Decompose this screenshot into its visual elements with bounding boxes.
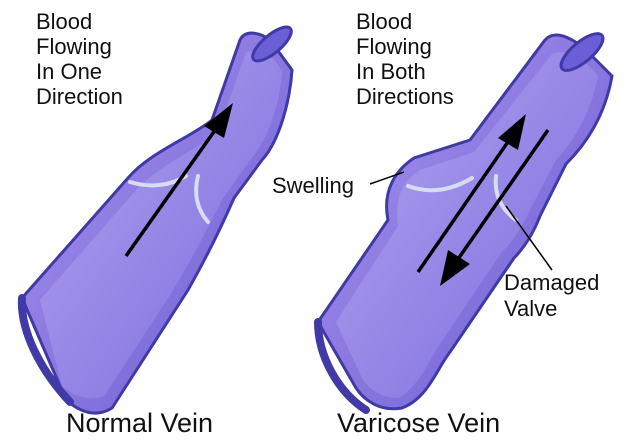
normal-heading-line-2: Flowing bbox=[36, 34, 112, 59]
damaged-valve-label-line-1: Damaged bbox=[504, 270, 599, 295]
varicose-heading-line-3: In Both bbox=[356, 59, 426, 84]
normal-vein-heading: Blood Flowing In One Direction bbox=[36, 9, 123, 109]
damaged-valve-label-line-2: Valve bbox=[504, 296, 557, 321]
normal-heading-line-1: Blood bbox=[36, 9, 92, 34]
normal-heading-line-4: Direction bbox=[36, 84, 123, 109]
varicose-heading-line-1: Blood bbox=[356, 9, 412, 34]
damaged-valve-label: Damaged Valve bbox=[504, 270, 599, 321]
normal-vein-caption: Normal Vein bbox=[66, 408, 213, 438]
varicose-heading-line-2: Flowing bbox=[356, 34, 432, 59]
swelling-label: Swelling bbox=[272, 173, 354, 198]
varicose-heading-line-4: Directions bbox=[356, 84, 454, 109]
normal-heading-line-3: In One bbox=[36, 59, 102, 84]
varicose-vein-caption: Varicose Vein bbox=[337, 408, 500, 438]
varicose-vein-heading: Blood Flowing In Both Directions bbox=[356, 9, 454, 109]
